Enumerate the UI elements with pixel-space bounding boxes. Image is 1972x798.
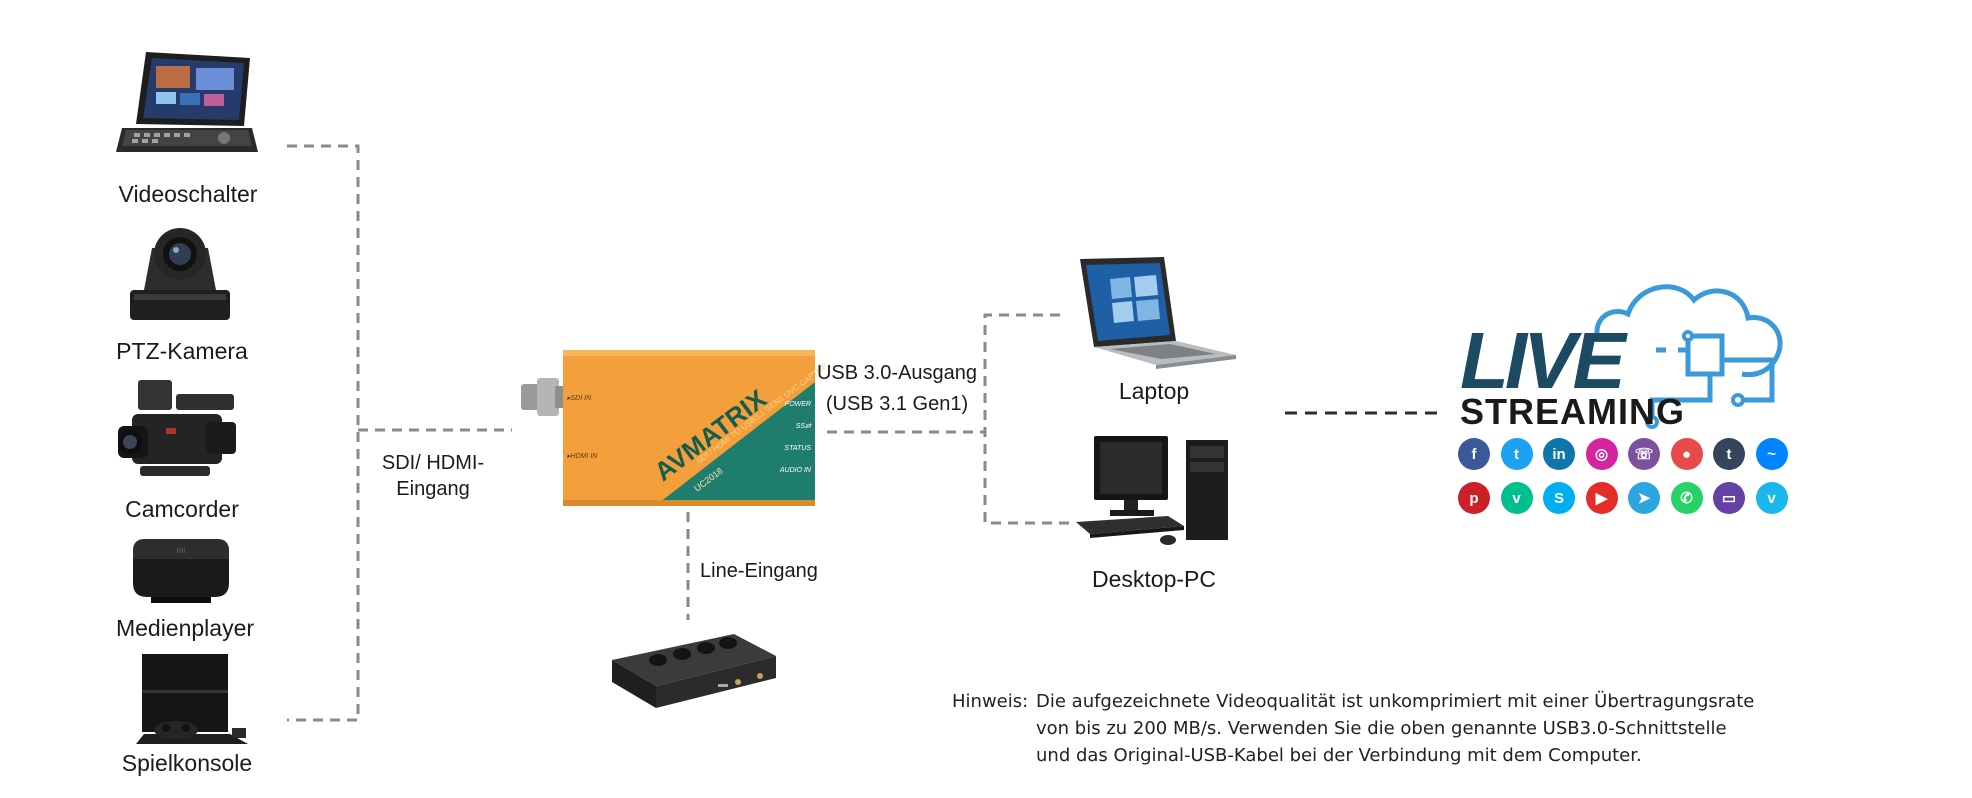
cloud-icon (1594, 284, 1783, 378)
note-prefix: Hinweis: (952, 691, 1029, 712)
camcorder-icon (118, 380, 236, 476)
source-label-ptz-kamera: PTZ-Kamera (116, 338, 248, 364)
port-audio-in: AUDIO IN (779, 467, 812, 474)
game-console-icon (136, 654, 248, 744)
skype-icon: S (1543, 482, 1575, 514)
svg-text:mi: mi (177, 546, 186, 555)
port-power: POWER (785, 401, 811, 408)
telegram-icon: ➤ (1628, 482, 1660, 514)
port-ss: SS⇄ (796, 423, 812, 430)
source-label-videoschalter: Videoschalter (118, 181, 258, 207)
pinterest-icon: p (1458, 482, 1490, 514)
desktop-pc-icon (1076, 436, 1228, 545)
source-label-spielkonsole: Spielkonsole (121, 750, 253, 776)
line-in-label: Line-Eingang (700, 560, 818, 582)
linkedin-icon: in (1543, 438, 1575, 470)
note-line-1: Die aufgezeichnete Videoqualität ist unk… (1036, 691, 1755, 712)
instagram-icon: ◎ (1585, 438, 1618, 470)
ptz-camera-icon (130, 228, 230, 320)
device-teal-stripe (655, 382, 815, 506)
port-status: STATUS (784, 445, 811, 452)
media-player-icon: mi (133, 539, 229, 603)
laptop-icon (1080, 257, 1236, 369)
messenger-icon: ~ (1755, 438, 1788, 470)
note-line-2: von bis zu 200 MB/s. Verwenden Sie die o… (1036, 718, 1727, 739)
video-switcher-icon (116, 52, 258, 152)
facebook-icon: f (1458, 438, 1490, 470)
computer-label-laptop: Laptop (1118, 378, 1190, 404)
port-sdi-in: ▸SDI IN (567, 395, 592, 402)
streaming-word: STREAMING (1460, 391, 1685, 432)
source-label-camcorder: Camcorder (125, 496, 239, 522)
whatsapp-icon: ✆ (1670, 482, 1703, 514)
computer-bus-line (983, 313, 1072, 525)
source-label-medienplayer: Medienplayer (115, 615, 255, 641)
viber-icon: ☏ (1628, 438, 1660, 470)
output-label-line1: USB 3.0-Ausgang (816, 362, 978, 384)
computer-label-desktop-pc: Desktop-PC (1092, 566, 1216, 592)
input-label-line2: Eingang (396, 478, 470, 500)
twitter-icon: t (1500, 438, 1533, 470)
live-word: LIVE (1460, 316, 1628, 405)
youtube-icon: ▶ (1585, 482, 1618, 514)
vine-icon: v (1500, 482, 1533, 514)
tumblr-icon: t (1713, 438, 1745, 470)
source-bus-line (287, 144, 360, 722)
live-streaming-logo: LIVE STREAMING (1460, 284, 1783, 432)
capture-device: AVMATRIX SDI / HDMI TO USB3.1 GEN1 UVC C… (521, 350, 825, 506)
periscope-icon: ● (1670, 438, 1703, 470)
vimeo-icon: v (1755, 482, 1788, 514)
input-label-line1: SDI/ HDMI- (381, 452, 485, 474)
twitch-icon: ▭ (1713, 482, 1745, 514)
port-hdmi-in: ▸HDMI IN (567, 453, 598, 460)
output-label-line2: (USB 3.1 Gen1) (825, 393, 969, 415)
note-line-3: und das Original-USB-Kabel bei der Verbi… (1036, 745, 1642, 766)
audio-mixer-icon (612, 634, 776, 708)
